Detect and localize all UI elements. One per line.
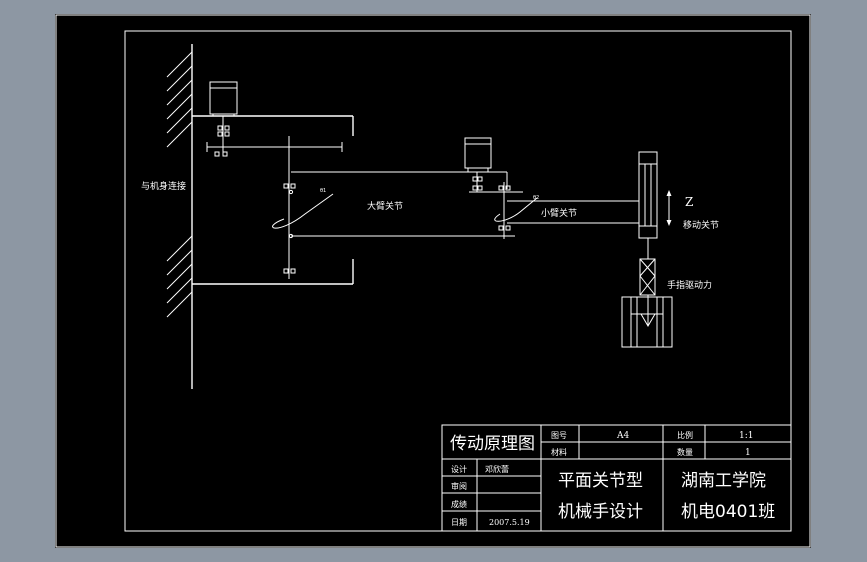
- title-block-design-label: 设计: [451, 464, 467, 474]
- title-block-quantity-value: 1: [745, 448, 751, 458]
- small-arm-joint-axis: θ2: [494, 182, 539, 239]
- label-body-connection: 与机身连接: [141, 180, 186, 192]
- title-block-scale-label: 比例: [677, 430, 693, 440]
- label-big-arm-joint: 大臂关节: [367, 200, 403, 212]
- title-block-project-line2: 机械手设计: [558, 502, 643, 522]
- cad-drawing-canvas: 与机身连接 θ1: [55, 14, 811, 548]
- z-axis-arrow: [666, 190, 672, 226]
- machine-body-wall: [166, 44, 193, 389]
- title-block-figure-no-value: A4: [616, 431, 629, 441]
- transmission-shaft-1: [206, 142, 343, 157]
- title-block-school-line1: 湖南工学院: [681, 471, 766, 491]
- label-move-joint: 移动关节: [683, 219, 719, 231]
- title-block-school-line2: 机电0401班: [681, 502, 775, 522]
- title-block-project-line1: 平面关节型: [558, 471, 643, 491]
- title-block-review-label: 审阅: [451, 481, 467, 491]
- title-block-designer: 邓欣蕾: [485, 464, 509, 474]
- title-block-drawing-name: 传动原理图: [450, 434, 535, 454]
- outer-border: [55, 14, 811, 548]
- label-z-axis: Z: [685, 195, 693, 209]
- motor-1-shaft: [217, 116, 230, 154]
- base-bracket: [192, 115, 354, 285]
- gripper: [621, 295, 673, 348]
- title-block-grade-label: 成绩: [451, 499, 467, 509]
- finger-drive: [639, 258, 656, 296]
- svg-text:θ1: θ1: [320, 188, 326, 194]
- big-arm-joint-axis: θ1: [272, 136, 334, 279]
- title-block-scale-value: 1:1: [739, 431, 753, 441]
- title-block-date-value: 2007.5.19: [489, 518, 530, 527]
- svg-text:θ2: θ2: [533, 195, 539, 201]
- vertical-column: [638, 151, 658, 259]
- title-block-figure-no-label: 图号: [551, 431, 567, 440]
- drawing-svg: 与机身连接 θ1: [55, 14, 811, 548]
- title-block-date-label: 日期: [451, 518, 467, 527]
- motor-2: [464, 137, 523, 193]
- small-arm: [507, 200, 639, 224]
- title-block-quantity-label: 数量: [677, 447, 693, 457]
- label-finger-drive: 手指驱动力: [667, 279, 712, 291]
- label-small-arm-joint: 小臂关节: [541, 207, 577, 219]
- title-block: [441, 424, 792, 532]
- title-block-material-label: 材料: [551, 447, 567, 457]
- motor-1: [209, 81, 238, 116]
